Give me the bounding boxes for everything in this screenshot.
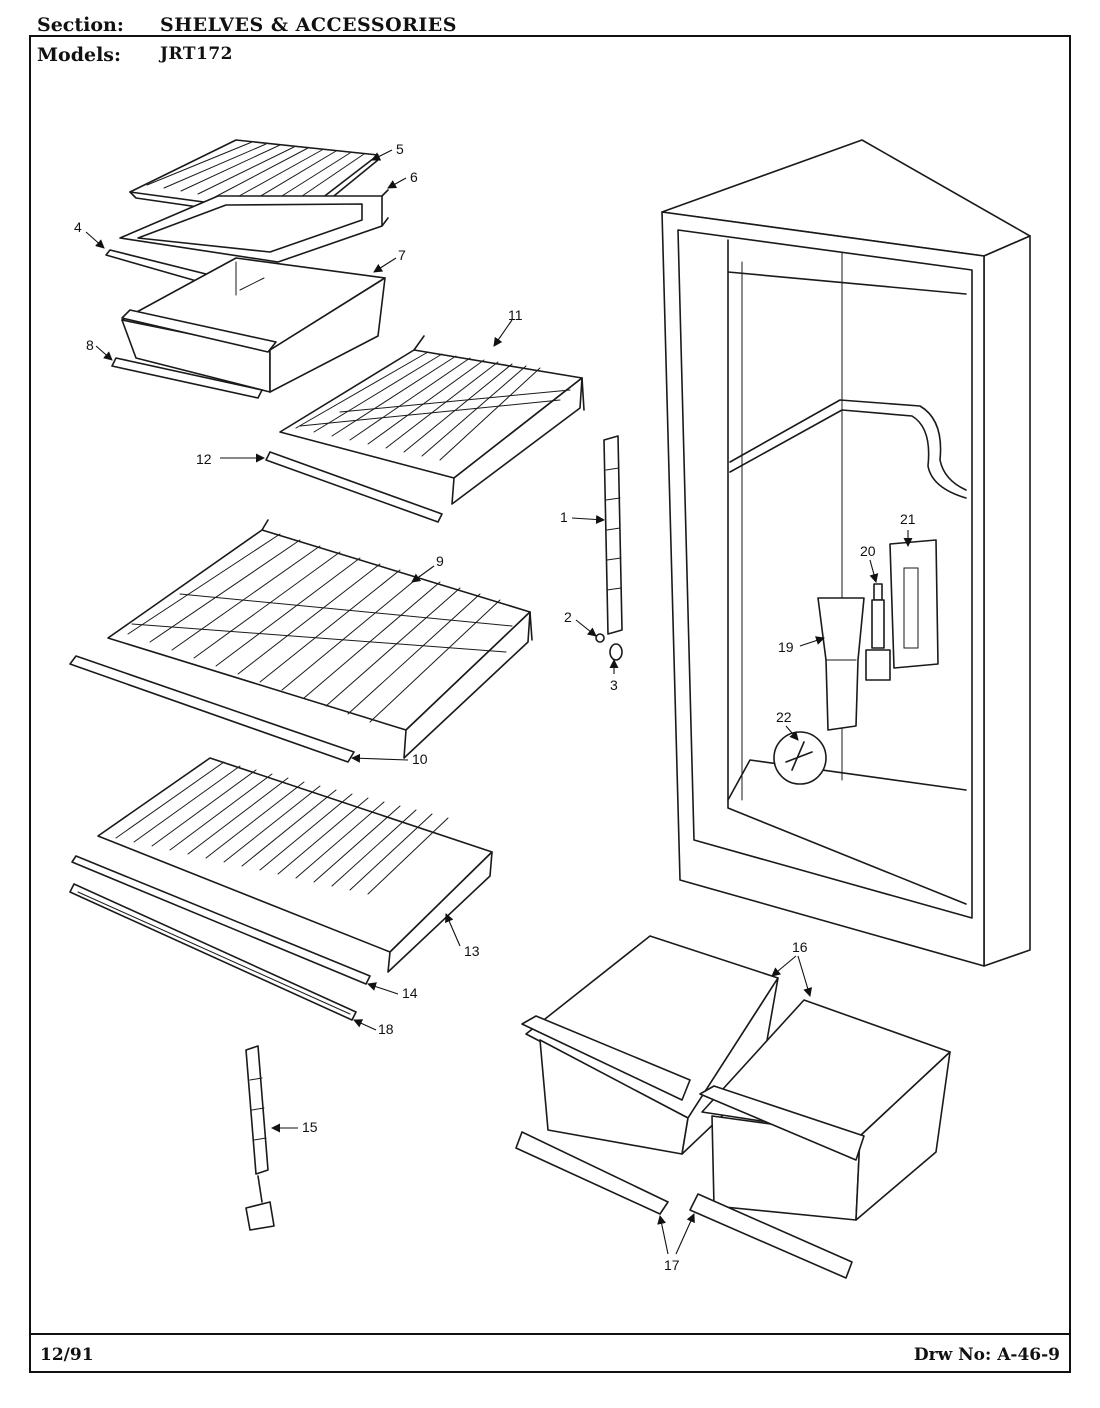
callout-9: 9 — [436, 553, 444, 569]
callout-5: 5 — [396, 141, 404, 157]
drawer-trim-part-17 — [515, 1131, 853, 1279]
callout-6: 6 — [410, 169, 418, 185]
slatted-shelf-part-13 — [97, 757, 493, 973]
leader-lines — [85, 149, 913, 1255]
callout-11: 11 — [508, 307, 523, 323]
knob-part-20 — [865, 583, 891, 681]
screw-detail-part-22 — [773, 731, 827, 785]
model-number: JRT172 — [160, 44, 234, 64]
support-cap-part-3 — [609, 643, 623, 661]
callout-16: 16 — [792, 939, 808, 955]
revision-date: 12/91 — [40, 1345, 94, 1365]
callout-15: 15 — [302, 1119, 318, 1135]
crisper-drawer-left-part-16 — [521, 935, 779, 1155]
drawing-frame — [29, 35, 1071, 1373]
callout-1: 1 — [560, 509, 568, 525]
crisper-pan-part-7 — [121, 257, 386, 393]
section-label: Section: — [37, 14, 124, 36]
section-title: SHELVES & ACCESSORIES — [160, 14, 458, 36]
screw-part-2 — [595, 633, 605, 643]
callout-4: 4 — [74, 219, 82, 235]
callout-19: 19 — [778, 639, 794, 655]
callout-20: 20 — [860, 543, 876, 559]
shelf-trim-part-12 — [265, 451, 443, 523]
shelf-rod-part-15 — [245, 1045, 275, 1231]
cover-frame-part-6 — [119, 189, 389, 263]
callout-22: 22 — [776, 709, 792, 725]
callout-18: 18 — [378, 1021, 394, 1037]
callout-17: 17 — [664, 1257, 680, 1273]
callout-12: 12 — [196, 451, 212, 467]
shelf-support-part-1 — [603, 435, 623, 635]
refrigerator-cabinet — [661, 139, 1031, 967]
models-label: Models: — [37, 44, 122, 66]
light-shield-part-19 — [817, 597, 865, 731]
shelf-strip-part-14 — [71, 855, 371, 985]
shelf-front-trim-part-10 — [69, 655, 355, 763]
callout-10: 10 — [412, 751, 428, 767]
control-housing-part-21 — [889, 539, 939, 669]
pan-trim-part-8 — [111, 357, 263, 399]
main-wire-shelf-part-9 — [107, 519, 533, 759]
callout-8: 8 — [86, 337, 94, 353]
rail-part-18 — [69, 883, 357, 1021]
callout-21: 21 — [900, 511, 916, 527]
callout-13: 13 — [464, 943, 480, 959]
upper-wire-shelf-part-11 — [279, 335, 585, 505]
callout-labels: 5 6 4 7 8 11 12 1 9 2 3 10 13 14 18 15 1… — [74, 141, 916, 1273]
callout-14: 14 — [402, 985, 418, 1001]
crisper-drawer-right-part-16 — [699, 999, 951, 1221]
drawing-number: Drw No: A-46-9 — [913, 1345, 1060, 1365]
callout-3: 3 — [610, 677, 618, 693]
callout-2: 2 — [564, 609, 572, 625]
callout-7: 7 — [398, 247, 406, 263]
